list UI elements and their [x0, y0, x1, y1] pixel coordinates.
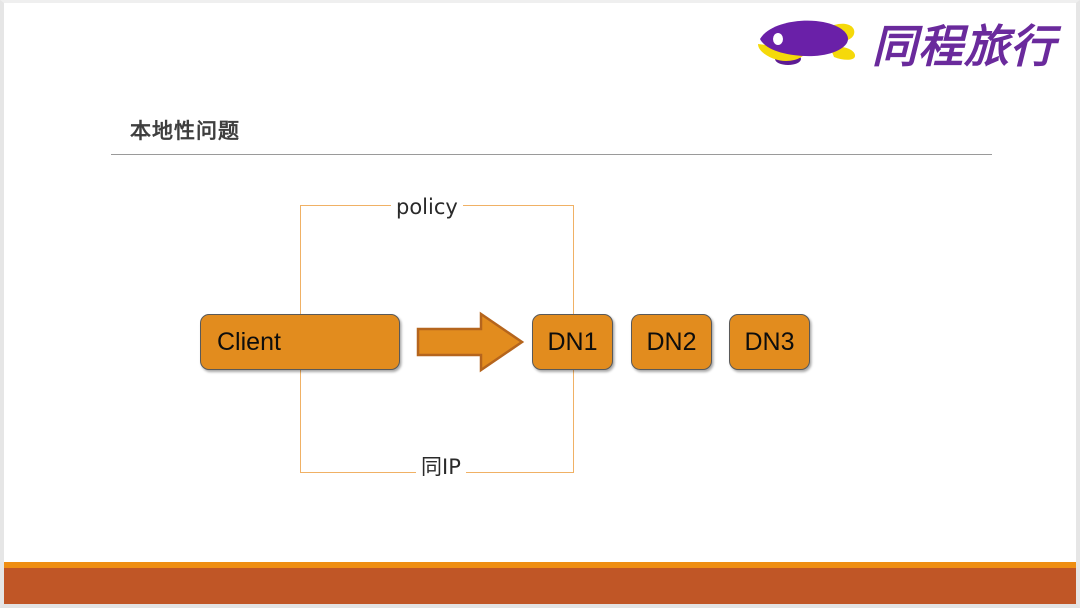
- node-client-label: Client: [217, 327, 281, 356]
- title-divider: [111, 154, 992, 155]
- airship-icon: [756, 17, 864, 75]
- node-client[interactable]: Client: [200, 314, 400, 370]
- node-dn2[interactable]: DN2: [631, 314, 712, 370]
- page-title: 本地性问题: [130, 119, 240, 143]
- flow-arrow-icon: [415, 309, 525, 375]
- link-label-same-ip: 同IP: [416, 455, 466, 480]
- brand-name: 同程旅行: [871, 19, 1056, 73]
- footer-accent-strip: [4, 562, 1076, 568]
- slide-canvas: 同程旅行 本地性问题 policy 同IP Client DN1 DN2: [4, 3, 1076, 604]
- node-dn1[interactable]: DN1: [532, 314, 613, 370]
- brand-logo: 同程旅行: [756, 15, 1056, 77]
- node-dn3-label: DN3: [744, 327, 795, 356]
- diagram-canvas: policy 同IP Client DN1 DN2 DN3: [4, 3, 1076, 543]
- node-dn2-label: DN2: [646, 327, 697, 356]
- node-dn3[interactable]: DN3: [729, 314, 810, 370]
- footer-band: [4, 568, 1076, 604]
- node-dn1-label: DN1: [547, 327, 598, 356]
- link-label-policy: policy: [391, 195, 463, 220]
